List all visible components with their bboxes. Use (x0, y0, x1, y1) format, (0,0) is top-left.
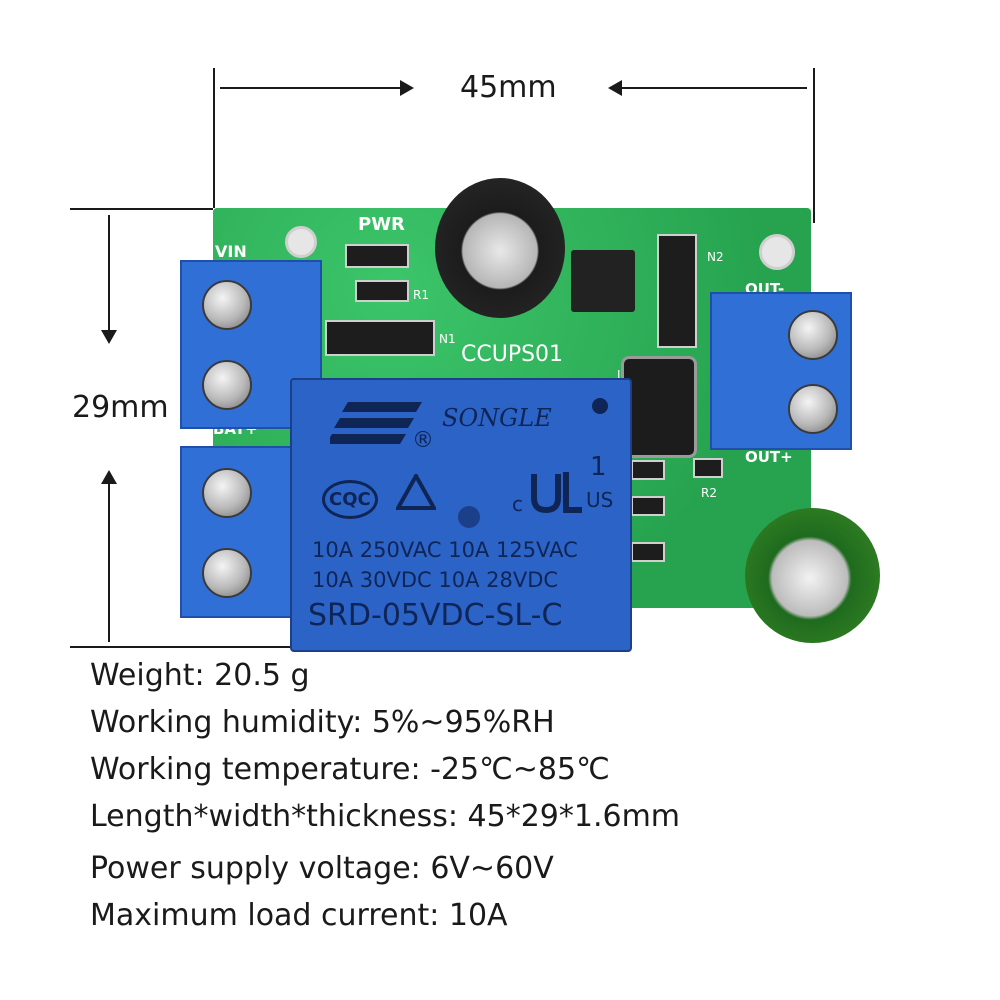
spec-temperature: Working temperature: -25℃~85℃ (90, 752, 610, 787)
relay-center-dot (458, 506, 480, 528)
width-arrow-right-line (620, 87, 807, 89)
width-extension-left (213, 68, 215, 208)
vin-screw-1 (202, 280, 252, 330)
relay-model: SRD-05VDC-SL-C (308, 598, 563, 633)
n1-label: N1 (439, 332, 456, 346)
height-arrow-top-head (101, 330, 117, 344)
height-dimension-label: 29mm (72, 390, 169, 425)
height-extension-top (70, 208, 213, 210)
spec-current: Maximum load current: 10A (90, 898, 508, 933)
spec-voltage: Power supply voltage: 6V~60V (90, 851, 554, 886)
warning-triangle-icon (394, 471, 438, 510)
registered-mark: ® (412, 428, 434, 453)
vin-screw-2 (202, 360, 252, 410)
resistor-r1 (355, 280, 409, 302)
pwr-led (345, 244, 409, 268)
ul-logo-icon (528, 468, 584, 516)
out-plus-label: OUT+ (745, 448, 793, 466)
relay-mount-hole (592, 398, 608, 414)
bat-screw-2 (202, 548, 252, 598)
mounting-hole-right (759, 234, 795, 270)
diode-n1 (325, 320, 435, 356)
height-arrow-bottom-line (108, 482, 110, 642)
height-extension-bottom (70, 646, 290, 648)
capacitor-top (435, 178, 565, 318)
ul-us-mark: US (586, 488, 614, 512)
vin-label: VIN (215, 242, 247, 261)
smd-part-2 (631, 496, 665, 516)
width-arrow-right-head (608, 80, 622, 96)
ul-c-mark: c (512, 492, 523, 516)
diode-n2 (657, 234, 697, 348)
relay: SONGLE ® CQC 1 c US 10A 250VAC 10A 125VA… (290, 378, 632, 652)
width-arrow-left-head (400, 80, 414, 96)
resistor-r2 (693, 458, 723, 478)
relay-rating-line-2: 10A 30VDC 10A 28VDC (312, 568, 559, 592)
width-extension-right (813, 68, 815, 223)
relay-brand: SONGLE (442, 404, 552, 432)
smd-part-1 (631, 460, 665, 480)
width-arrow-left-line (220, 87, 410, 89)
songle-logo-icon (326, 398, 426, 450)
r1-label: R1 (413, 288, 429, 302)
cqc-cert: CQC (322, 480, 378, 519)
smd-part-3 (631, 542, 665, 562)
spec-weight: Weight: 20.5 g (90, 658, 310, 693)
out-terminal-block (710, 292, 852, 450)
out-screw-1 (788, 310, 838, 360)
r2-label: R2 (701, 486, 717, 500)
mounting-hole-left (285, 226, 317, 258)
spec-dimensions: Length*width*thickness: 45*29*1.6mm (90, 799, 681, 834)
height-arrow-top-line (108, 215, 110, 335)
height-arrow-bottom-head (101, 470, 117, 484)
width-dimension-label: 45mm (460, 70, 557, 105)
bat-screw-1 (202, 468, 252, 518)
capacitor-bottom (745, 508, 880, 643)
bat-terminal-block (180, 446, 294, 618)
ic-chip (571, 250, 635, 312)
n2-label: N2 (707, 250, 724, 264)
out-screw-2 (788, 384, 838, 434)
inductor-l1 (621, 356, 697, 458)
relay-rating-line-1: 10A 250VAC 10A 125VAC (312, 538, 578, 562)
model-label: CCUPS01 (461, 342, 564, 367)
spec-humidity: Working humidity: 5%~95%RH (90, 705, 555, 740)
pwr-label: PWR (358, 214, 405, 235)
cert-number: 1 (590, 452, 607, 482)
